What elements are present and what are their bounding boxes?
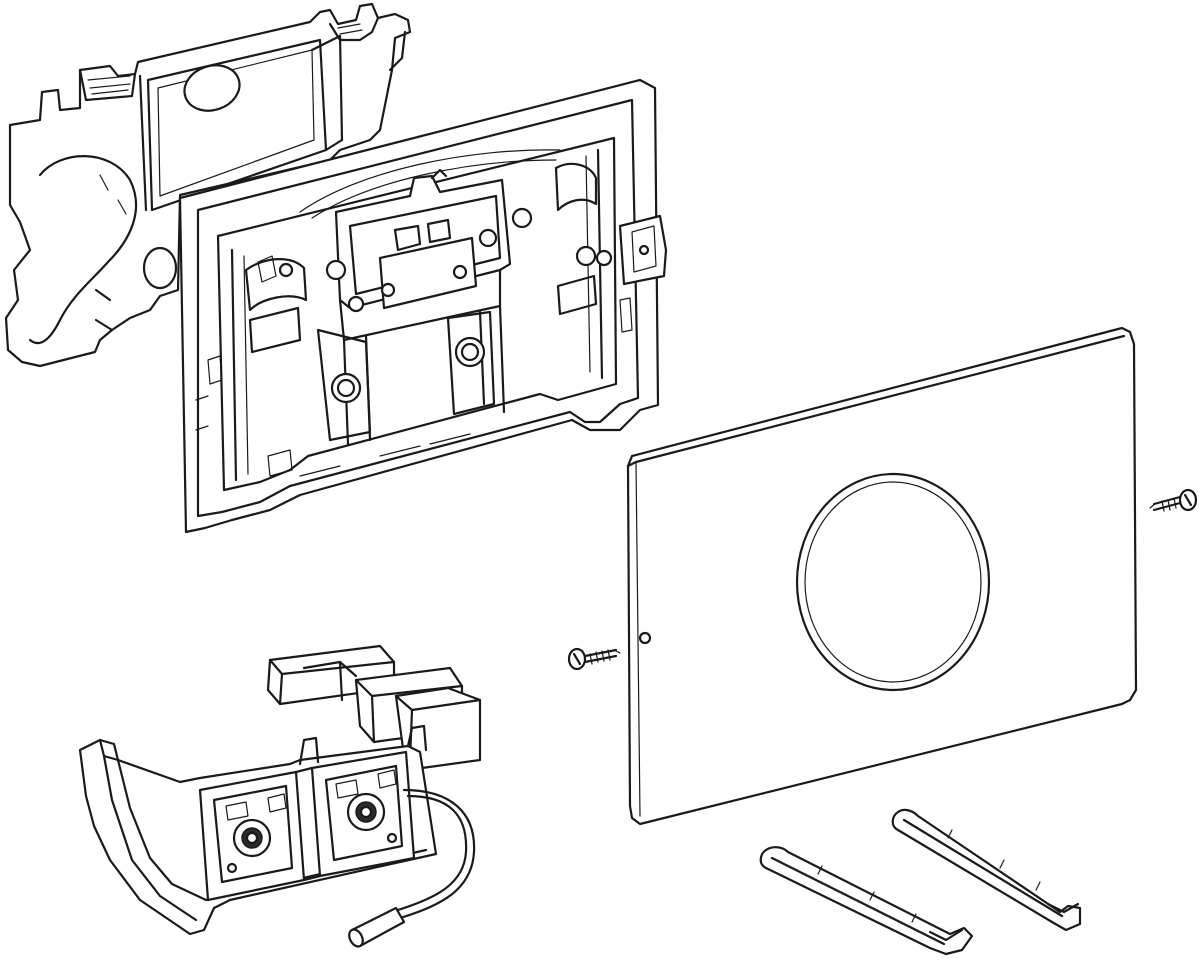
actuating-rod-1 (759, 846, 974, 956)
actuating-rod-2 (891, 808, 1082, 932)
sensor-unit (78, 644, 482, 948)
screw-right (1149, 488, 1198, 512)
screw-left (567, 647, 621, 671)
cover-plate (626, 326, 1138, 826)
actuator-frame (178, 78, 668, 534)
mounting-frame-rear (4, 2, 412, 368)
